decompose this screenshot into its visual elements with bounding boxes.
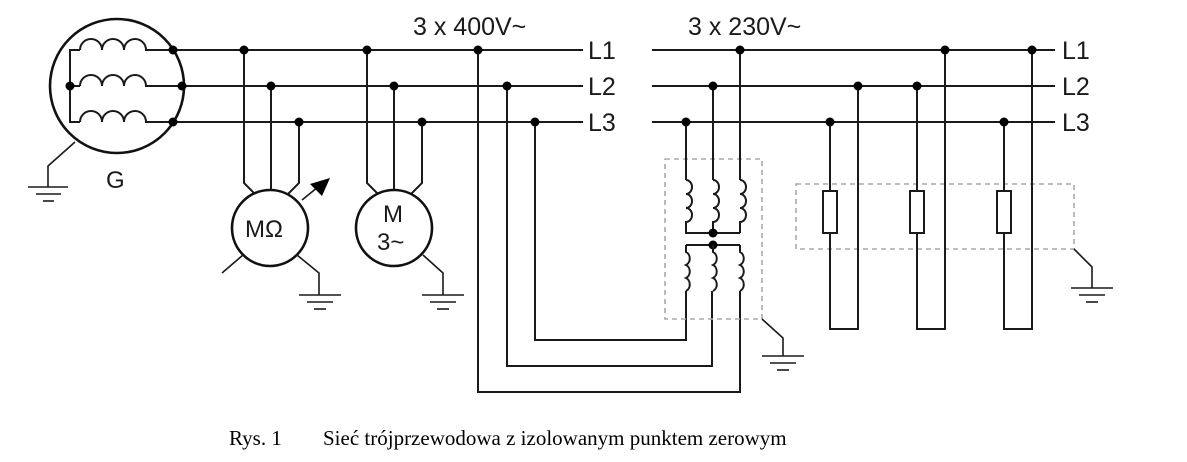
feed-l3 — [534, 122, 687, 341]
resistor-icon — [822, 190, 838, 234]
junction-dot — [266, 81, 276, 91]
voltage-label-400v: 3 x 400V~ — [413, 13, 526, 41]
meter-circle — [230, 188, 310, 268]
insulation-meter: MΩ — [221, 45, 341, 310]
resistor-icon — [996, 190, 1012, 234]
meter-label: MΩ — [245, 216, 283, 243]
junction-dot — [825, 117, 835, 127]
motor-label-top: M — [383, 201, 403, 228]
junction-dot — [362, 45, 372, 55]
junction-dot — [294, 117, 304, 127]
label-l1-right: L1 — [1062, 37, 1090, 65]
junction-dot — [708, 81, 718, 91]
generator: G — [28, 17, 187, 202]
generator-coil-1 — [79, 38, 173, 51]
generator-coil-2 — [79, 74, 182, 87]
lead — [287, 122, 300, 195]
junction-dot — [530, 117, 540, 127]
ground-icon — [762, 355, 804, 371]
junction-dot — [853, 81, 863, 91]
load-enclosure — [795, 183, 1075, 250]
junction-dot — [168, 45, 178, 55]
junction-dot — [999, 117, 1009, 127]
ground-lead — [1073, 248, 1093, 288]
lead — [366, 50, 379, 195]
junction-dot — [735, 45, 745, 55]
junction-dot — [912, 81, 922, 91]
transformer — [664, 45, 804, 371]
feed-l1 — [477, 50, 741, 393]
secondary-coil-3 — [739, 179, 747, 233]
lead — [243, 50, 256, 195]
ground-icon — [299, 294, 341, 310]
caption-number: Rys. 1 — [229, 426, 282, 450]
junction-dot — [708, 228, 718, 238]
junction-dot — [177, 81, 187, 91]
secondary-coil-2 — [712, 179, 720, 233]
motor: M 3~ — [354, 45, 464, 310]
arrow-head-icon — [310, 178, 330, 196]
feed-l2 — [506, 86, 713, 367]
ground-icon — [1071, 287, 1113, 303]
transformer-enclosure — [664, 158, 763, 320]
ground-icon — [28, 186, 68, 202]
label-l2-left: L2 — [588, 73, 616, 101]
primary-coil-3 — [737, 245, 745, 292]
junction-dot — [65, 81, 75, 91]
primary-coil-1 — [683, 245, 691, 292]
motor-circle — [354, 188, 434, 268]
label-l3-left: L3 — [588, 109, 616, 137]
load-1-loop — [829, 86, 859, 330]
probe-lead — [221, 254, 244, 274]
secondary-coil-1 — [685, 179, 740, 234]
load-3-loop — [1003, 50, 1033, 330]
lead — [410, 122, 423, 195]
loads — [795, 45, 1113, 330]
motor-label-bottom: 3~ — [377, 229, 404, 256]
load-2-loop — [916, 50, 946, 330]
ground-lead — [422, 254, 444, 295]
ground-lead — [47, 141, 76, 187]
junction-dot — [940, 45, 950, 55]
junction-dot — [681, 117, 691, 127]
junction-dot — [417, 117, 427, 127]
resistor-icon — [909, 190, 925, 234]
primary-coil-2 — [710, 245, 718, 292]
junction-dot — [389, 81, 399, 91]
label-l3-right: L3 — [1062, 109, 1090, 137]
ground-lead — [296, 254, 320, 295]
junction-dot — [168, 117, 178, 127]
transformer-feed — [473, 45, 741, 393]
generator-label: G — [106, 167, 125, 194]
caption-text: Sieć trójprzewodowa z izolowanym punktem… — [323, 426, 787, 450]
junction-dot — [1027, 45, 1037, 55]
junction-dot — [239, 45, 249, 55]
generator-coil-3 — [79, 110, 173, 123]
ground-icon — [422, 294, 464, 310]
junction-dot — [502, 81, 512, 91]
voltage-label-230v: 3 x 230V~ — [688, 13, 801, 41]
bus-400v — [173, 49, 583, 123]
label-l2-right: L2 — [1062, 73, 1090, 101]
label-l1-left: L1 — [588, 37, 616, 65]
junction-dot — [473, 45, 483, 55]
ground-lead — [761, 318, 784, 356]
